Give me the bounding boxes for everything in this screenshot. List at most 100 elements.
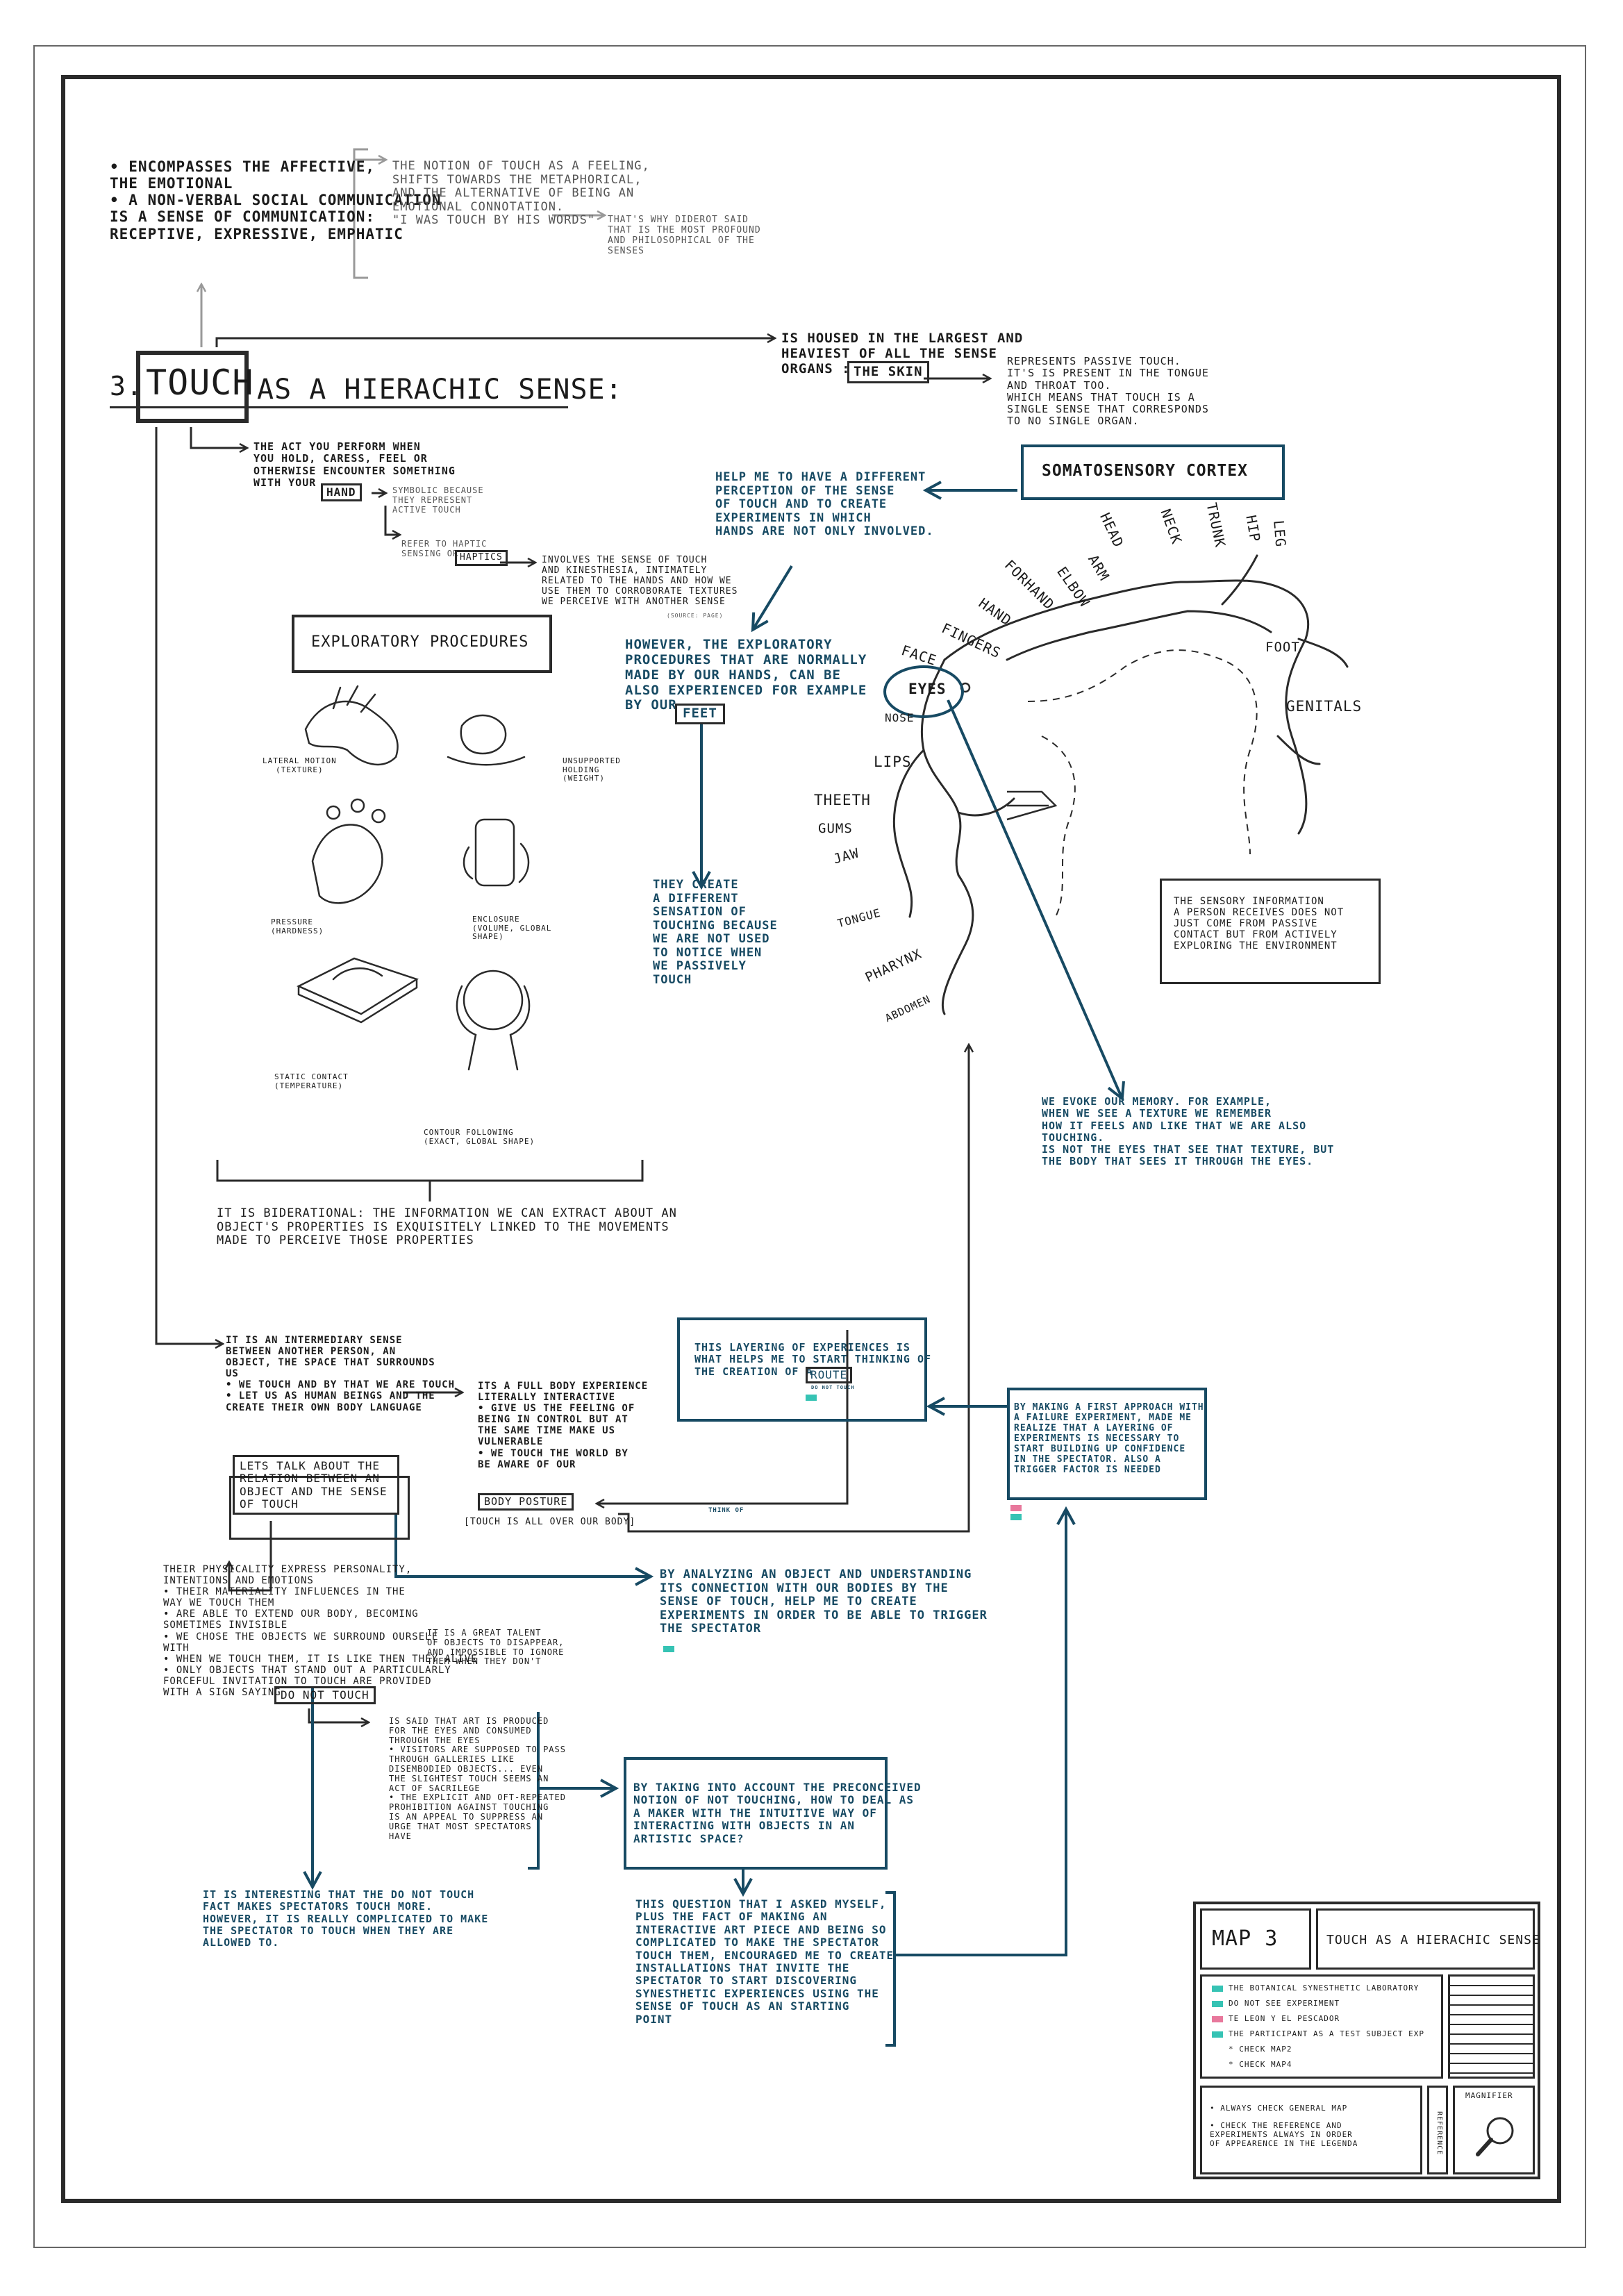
they-create-text: THEY CREATE A DIFFERENT SENSATION OF TOU… (653, 878, 778, 987)
legend-item-label: THE PARTICIPANT AS A TEST SUBJECT EXP (1229, 2029, 1425, 2038)
act-text: THE ACT YOU PERFORM WHEN YOU HOLD, CARES… (253, 440, 456, 489)
refer-haptic-text: REFER TO HAPTIC SENSING OR (401, 539, 488, 558)
body-posture-box: BODY POSTURE (478, 1493, 574, 1511)
route-small: DO NOT TOUCH (811, 1385, 855, 1390)
title-word: TOUCH (146, 363, 254, 403)
interesting-text: IT IS INTERESTING THAT THE DO NOT TOUCH … (203, 1888, 489, 1949)
great-talent-text: IT IS A GREAT TALENT OF OBJECTS TO DISAP… (427, 1628, 565, 1667)
label-leg: LEG (1270, 519, 1290, 548)
failure-box (1007, 1388, 1207, 1500)
bidirectional-text: IT IS BIDERATIONAL: THE INFORMATION WE C… (217, 1206, 677, 1248)
legend-panel (1193, 1902, 1540, 2179)
preconceived-text: BY TAKING INTO ACCOUNT THE PRECONCEIVED … (633, 1781, 922, 1845)
procedure-enclosure: ENCLOSURE (VOLUME, GLOBAL SHAPE) (472, 915, 552, 942)
legend-item-label: THE BOTANICAL SYNESTHETIC LABORATORY (1229, 1983, 1420, 1993)
title-underline (110, 406, 568, 408)
memory-text: WE EVOKE OUR MEMORY. FOR EXAMPLE, WHEN W… (1042, 1095, 1335, 1168)
outer-frame (33, 45, 1586, 2248)
legend-chip (1212, 2015, 1223, 2022)
failure-text: BY MAKING A FIRST APPROACH WITH A FAILUR… (1014, 1402, 1204, 1475)
magnifier-label: MAGNIFIER (1465, 2091, 1513, 2100)
procedure-lateral-motion: LATERAL MOTION (TEXTURE) (263, 756, 337, 774)
magnifier-box[interactable] (1453, 2086, 1535, 2174)
somatosensory-title: SOMATOSENSORY CORTEX (1042, 462, 1248, 480)
legend-item: THE PARTICIPANT AS A TEST SUBJECT EXP (1212, 2027, 1424, 2042)
legend-chip (1212, 1985, 1223, 1992)
somatosensory-box (1021, 444, 1285, 500)
full-body-text: ITS A FULL BODY EXPERIENCE LITERALLY INT… (478, 1381, 649, 1470)
touch-notion-text: THE NOTION OF TOUCH AS A FEELING, SHIFTS… (392, 159, 650, 228)
haptics-box: HAPTICS (455, 550, 508, 566)
legend-notes-box (1200, 2086, 1422, 2174)
help-perception-text: HELP ME TO HAVE A DIFFERENT PERCEPTION O… (715, 470, 934, 539)
hand-procedures-illustration (297, 685, 531, 1071)
route-label-box: ROUTE (806, 1367, 853, 1384)
passive-touch-text: REPRESENTS PASSIVE TOUCH. IT'S IS PRESEN… (1007, 355, 1209, 428)
top-bullets: • ENCOMPASSES THE AFFECTIVE, THE EMOTION… (110, 158, 442, 242)
art-said-text: IS SAID THAT ART IS PRODUCED FOR THE EYE… (389, 1716, 566, 1841)
legend-items: THE BOTANICAL SYNESTHETIC LABORATORY DO … (1212, 1981, 1424, 2072)
exploratory-box (292, 615, 552, 673)
relation-text: LETS TALK ABOUT THE RELATION BETWEEN AN … (240, 1459, 388, 1511)
label-lips: LIPS (874, 754, 912, 770)
label-theeth: THEETH (814, 792, 871, 808)
think-of-text: THINK OF (708, 1507, 744, 1514)
legend-ruled-box (1448, 1974, 1535, 2079)
sensory-box (1160, 879, 1381, 984)
procedure-pressure: PRESSURE (HARDNESS) (271, 917, 324, 935)
diderot-text: THAT'S WHY DIDEROT SAID THAT IS THE MOST… (608, 215, 761, 256)
analyzing-teal-chip (663, 1646, 674, 1652)
analyzing-text: BY ANALYZING AN OBJECT AND UNDERSTANDING… (660, 1567, 988, 1636)
legend-map-number-box (1200, 1908, 1311, 1970)
legend-chip (1212, 2031, 1223, 2038)
question-text: THIS QUESTION THAT I ASKED MYSELF, PLUS … (635, 1897, 894, 2026)
legend-item-label: DO NOT SEE EXPERIMENT (1229, 1998, 1340, 2008)
procedure-unsupported-holding: UNSUPPORTED HOLDING (WEIGHT) (563, 756, 621, 783)
reference-box (1427, 2086, 1448, 2174)
eyes-circle (883, 665, 964, 718)
intermediary-text: IT IS AN INTERMEDIARY SENSE BETWEEN ANOT… (226, 1335, 456, 1413)
failure-pink-chip (1010, 1505, 1022, 1511)
route-teal-chip (806, 1395, 817, 1401)
legend-items-box (1200, 1974, 1443, 2079)
all-over-text: [TOUCH IS ALL OVER OUR BODY] (464, 1517, 636, 1527)
feet-box: FEET (675, 704, 725, 724)
magnifier-icon (1476, 2117, 1514, 2156)
legend-item: THE BOTANICAL SYNESTHETIC LABORATORY (1212, 1981, 1424, 1996)
touch-title-box (136, 351, 249, 423)
label-nose: NOSE (885, 711, 915, 724)
legend-notes: • ALWAYS CHECK GENERAL MAP • CHECK THE R… (1210, 2104, 1358, 2148)
legend-map-title: TOUCH AS A HIERACHIC SENSE (1326, 1933, 1540, 1947)
legend-chip (1212, 2000, 1223, 2007)
preconceived-box (624, 1757, 888, 1870)
kinesthesia-text: INVOLVES THE SENSE OF TOUCH AND KINESTHE… (542, 555, 738, 607)
map-frame (61, 75, 1561, 2203)
procedure-contour-following: CONTOUR FOLLOWING (EXACT, GLOBAL SHAPE) (424, 1128, 535, 1146)
relation-box-back (233, 1455, 399, 1515)
failure-teal-chip (1010, 1514, 1022, 1520)
hand-box: HAND (321, 483, 362, 502)
exploratory-title: EXPLORATORY PROCEDURES (311, 633, 529, 651)
label-genitals: GENITALS (1286, 698, 1363, 715)
reference-label: REFERENCE (1435, 2111, 1443, 2156)
legend-item: * CHECK MAP2 (1212, 2042, 1424, 2057)
title-rest: AS A HIERACHIC SENSE: (257, 374, 623, 406)
kinesthesia-source: (SOURCE: PAGE) (667, 613, 724, 619)
do-not-touch-box: DO NOT TOUCH (274, 1686, 376, 1705)
route-box (677, 1317, 927, 1422)
skin-box: THE SKIN (847, 361, 929, 383)
legend-item: * CHECK MAP4 (1212, 2057, 1424, 2072)
sensory-text: THE SENSORY INFORMATION A PERSON RECEIVE… (1174, 896, 1345, 952)
legend-item-label: * CHECK MAP4 (1229, 2059, 1292, 2069)
physicality-text: THEIR PHYSICALITY EXPRESS PERSONALITY, I… (163, 1564, 478, 1699)
skin-housed-text: IS HOUSED IN THE LARGEST AND HEAVIEST OF… (781, 331, 1024, 376)
legend-map-number: MAP 3 (1212, 1927, 1279, 1951)
however-text: HOWEVER, THE EXPLORATORY PROCEDURES THAT… (625, 637, 867, 713)
legend-map-title-box (1316, 1908, 1535, 1970)
label-foot: FOOT (1265, 640, 1300, 655)
legend-item: TE LEON Y EL PESCADOR (1212, 2011, 1424, 2027)
legend-item-label: * CHECK MAP2 (1229, 2044, 1292, 2054)
legend-item-label: TE LEON Y EL PESCADOR (1229, 2013, 1340, 2023)
relation-box-front (229, 1476, 410, 1540)
